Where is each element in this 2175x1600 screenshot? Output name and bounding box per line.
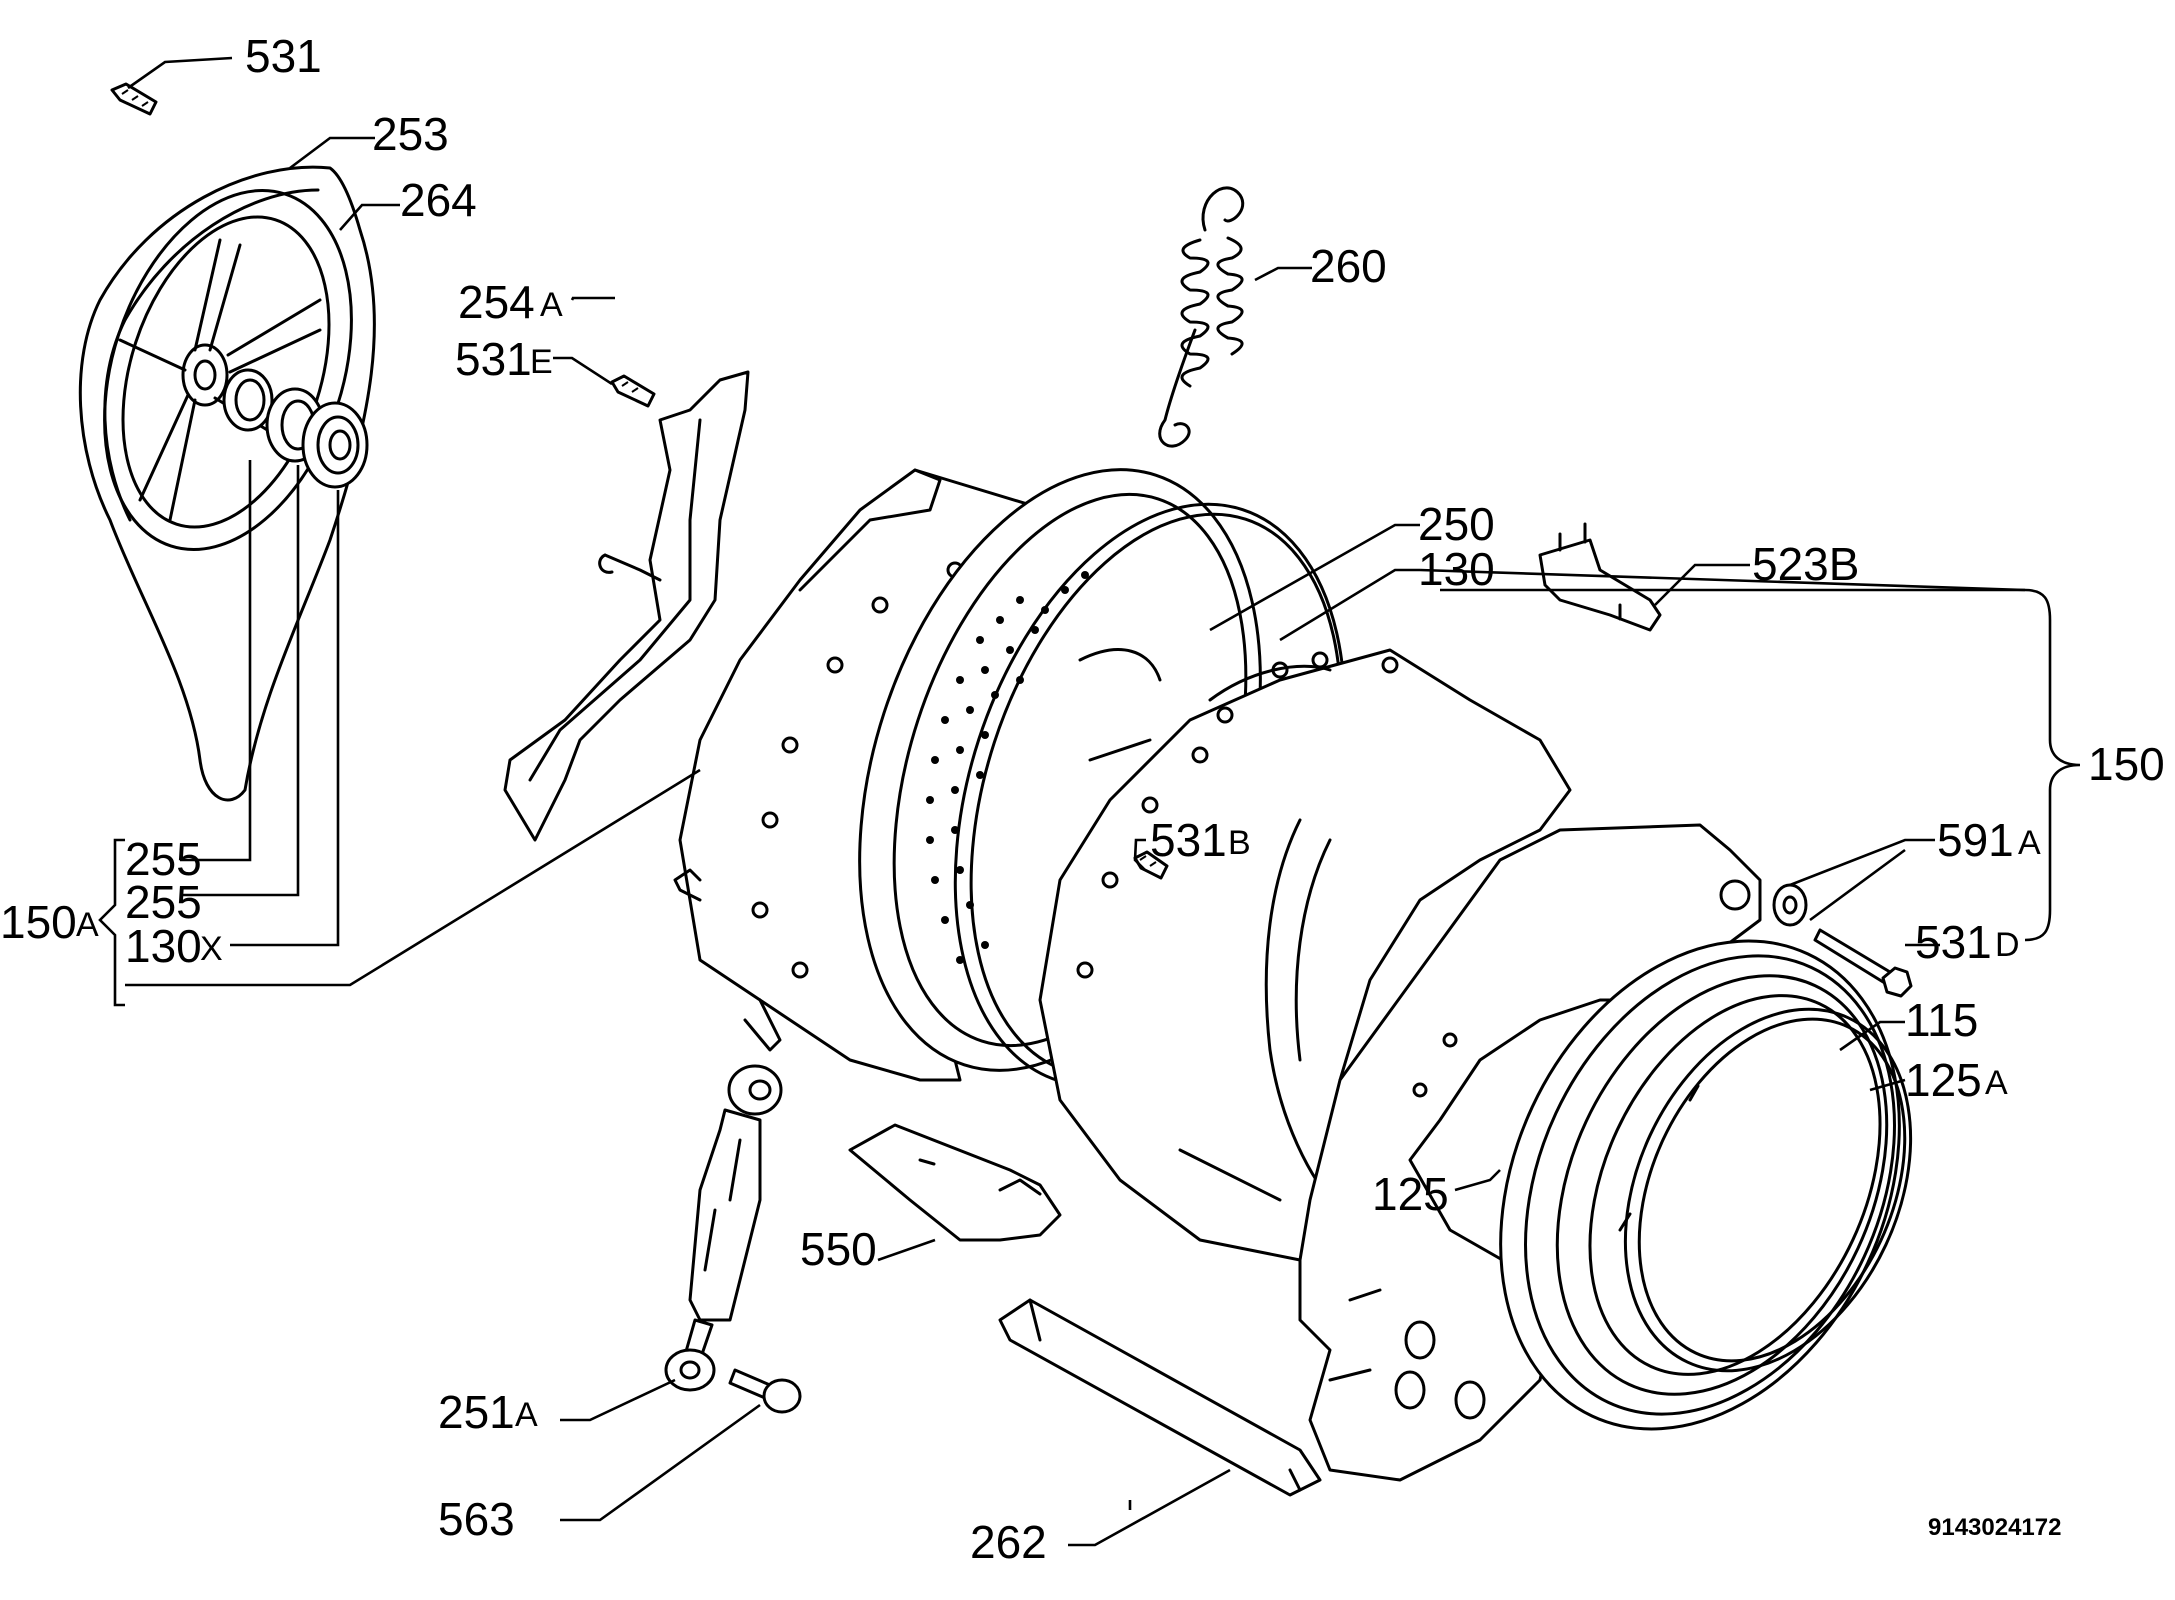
sensor-523b xyxy=(1538,522,1662,632)
label-254a-suffix: A xyxy=(540,286,563,324)
label-150: 150 xyxy=(2088,738,2165,790)
bracket-254a xyxy=(503,370,750,842)
bolt-531d xyxy=(1813,928,1913,998)
spring-260 xyxy=(1158,186,1245,448)
label-253: 253 xyxy=(372,108,449,160)
pin-563 xyxy=(728,1368,802,1414)
shock-absorber-251a xyxy=(664,1064,783,1392)
label-150a-number: 150 xyxy=(0,896,77,948)
label-531: 531 xyxy=(245,30,322,82)
washer-591a xyxy=(1772,883,1808,927)
screw-531e xyxy=(610,374,656,408)
door-seal-115 xyxy=(1499,939,1901,1431)
label-531d-suffix: D xyxy=(1995,926,2020,964)
label-125a-number: 125 xyxy=(1905,1054,1982,1106)
label-130x-suffix: X xyxy=(200,930,223,968)
label-264: 264 xyxy=(400,174,477,226)
label-254a-number: 254 xyxy=(458,276,535,328)
label-125: 125 xyxy=(1372,1168,1449,1220)
drum-perforations xyxy=(926,571,1089,964)
label-531e-number: 531 xyxy=(455,333,532,385)
pulley-253 xyxy=(78,165,376,802)
label-531b-number: 531 xyxy=(1150,814,1227,866)
bracket-150a xyxy=(98,838,125,1007)
label-255-upper: 255 xyxy=(125,833,202,885)
label-125a-suffix: A xyxy=(1985,1064,2008,1102)
bracket-550 xyxy=(848,1123,1062,1242)
label-260: 260 xyxy=(1310,240,1387,292)
bearing-set xyxy=(222,368,369,489)
label-531b-suffix: B xyxy=(1228,824,1251,862)
label-150a-suffix: A xyxy=(76,906,99,944)
screw-531 xyxy=(110,82,158,116)
bar-262 xyxy=(998,1298,1322,1497)
label-250: 250 xyxy=(1418,498,1495,550)
label-591a-number: 591 xyxy=(1937,814,2014,866)
label-130: 130 xyxy=(1418,543,1495,595)
label-531d-number: 531 xyxy=(1915,916,1992,968)
label-531e-suffix: E xyxy=(530,343,553,381)
label-523b: 523B xyxy=(1752,538,1859,590)
label-591a-suffix: A xyxy=(2018,824,2041,862)
label-255-lower: 255 xyxy=(125,876,202,928)
bracket-150 xyxy=(1419,568,2081,942)
label-251a-suffix: A xyxy=(515,1396,538,1434)
label-550: 550 xyxy=(800,1223,877,1275)
label-115: 115 xyxy=(1905,994,1978,1046)
label-563: 563 xyxy=(438,1493,515,1545)
label-262: 262 xyxy=(970,1516,1047,1568)
clamp-ring-125a xyxy=(1623,1007,1913,1373)
drawing-code: 9143024172 xyxy=(1928,1514,2061,1541)
leader-lines xyxy=(125,56,1940,1547)
label-130x-number: 130 xyxy=(125,920,202,972)
label-251a-number: 251 xyxy=(438,1386,515,1438)
